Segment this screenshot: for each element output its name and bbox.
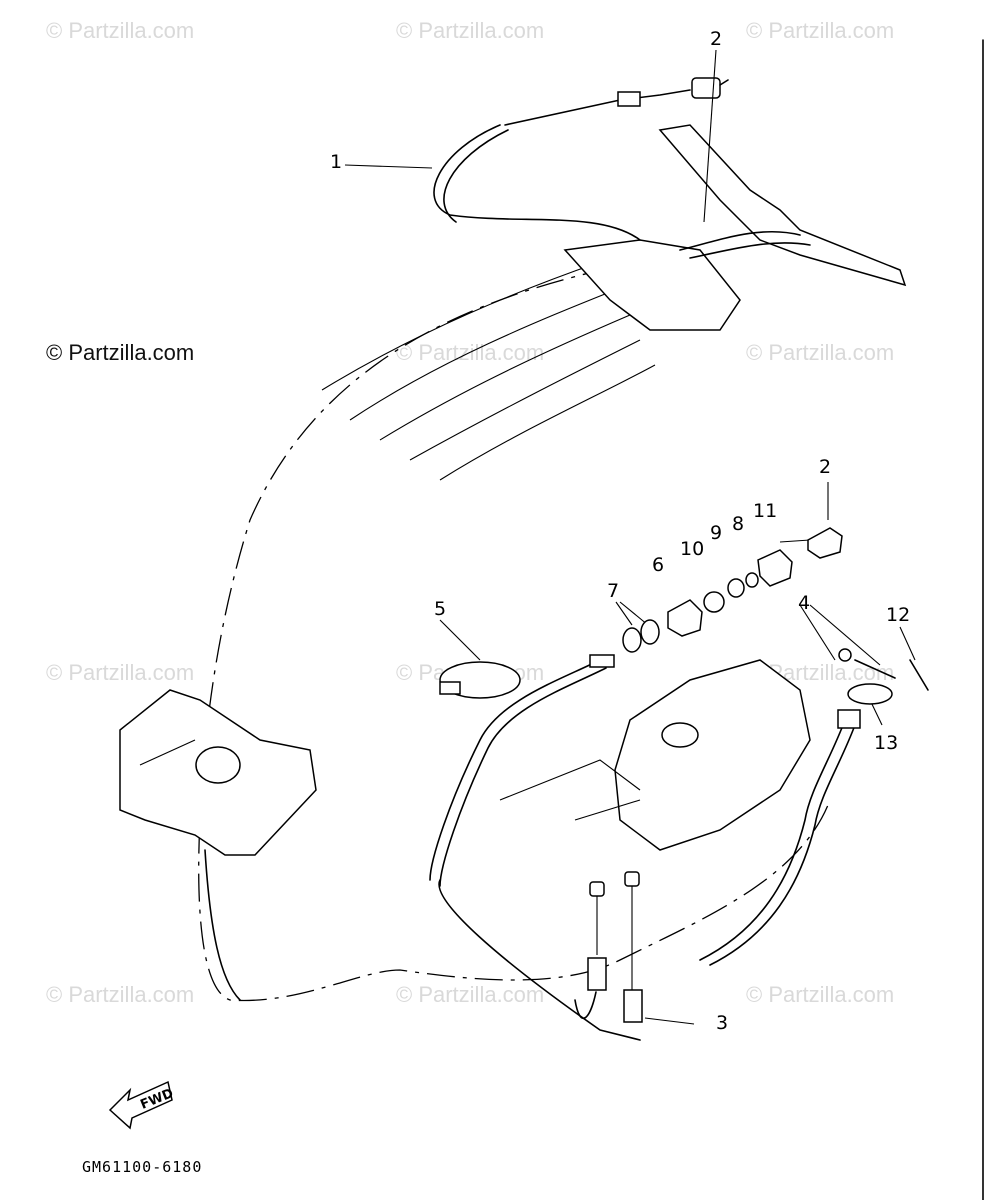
callout-12: 12 [886,604,911,626]
screw-4 [838,648,852,662]
hull-line [409,339,641,461]
watermark: © Partzilla.com [46,982,195,1007]
callout-6: 6 [652,554,665,576]
part-8 [745,572,759,588]
bracket-4 [854,659,896,679]
leader-7 [615,601,633,626]
leader-12 [899,626,916,661]
throttle-cable-upper [443,129,509,223]
clamp-5-head [439,681,461,695]
carburetor [614,659,811,851]
callout-4: 4 [798,592,811,614]
cable-rod [504,89,691,126]
carb-guide [499,759,641,801]
diagram-code: GM61100-6180 [82,1158,203,1176]
callout-8: 8 [732,513,745,535]
callout-2: 2 [710,28,723,50]
watermark: © Partzilla.com [46,660,195,685]
cable-down [204,849,241,1001]
cap-3a [589,881,605,897]
leader-2a [703,49,717,223]
part-9 [727,578,745,598]
hull-line [321,261,601,391]
cable-joint-end [719,79,729,86]
watermark: © Partzilla.com [746,982,895,1007]
choke-cable [699,719,846,961]
leader-4 [799,604,836,661]
part-11 [757,549,793,587]
handlebar [658,124,907,287]
part-10 [703,591,725,613]
callout-3: 3 [716,1012,729,1034]
mount-block-edge [139,739,196,766]
part-2b [807,527,843,559]
leader-3 [644,1017,695,1025]
throttle-cable-upper [433,124,641,241]
mount-boss [195,746,241,784]
washer-7b [640,619,660,645]
handlebar-cable [689,242,811,259]
cable-joint-upper [691,77,721,99]
cable-fitting [617,91,641,107]
carb-port [661,722,699,748]
cable-lower-fitting [589,654,615,668]
handlebar-cable [679,230,801,251]
leader-1 [344,164,433,169]
leader-7b [619,601,649,626]
steering-column [563,239,741,331]
throttle-cable-lower [439,667,607,887]
fitting-3a [587,957,607,991]
watermark: © Partzilla.com [746,340,895,365]
callout-13: 13 [874,732,899,754]
callout-7: 7 [607,580,620,602]
callout-5: 5 [434,598,447,620]
watermark: © Partzilla.com [396,18,545,43]
throttle-cable-lower [429,659,601,881]
fitting-loop [574,991,597,1020]
watermark: © Partzilla.com [46,18,195,43]
hull-outline [198,267,831,1002]
part-6 [667,599,703,637]
hull-line [379,314,631,441]
leader-5 [439,619,481,661]
leader-4b [809,604,881,666]
callout-2: 2 [819,456,832,478]
callout-11: 11 [753,500,778,522]
fwd-arrow [108,1080,173,1130]
hull-line [439,364,656,481]
callout-1: 1 [330,151,343,173]
cable-return [438,879,641,1041]
pin-12 [909,659,929,691]
watermark: © Partzilla.com [746,18,895,43]
cable-joint-right [837,709,861,729]
choke-cable [709,724,856,966]
gasket-13 [847,683,893,705]
watermark: © Partzilla.com [396,982,545,1007]
carb-guide [574,799,641,821]
hull-line [349,289,616,421]
cap-3b [624,871,640,887]
leader-11 [779,539,811,543]
watermark-dark: © Partzilla.com [46,340,195,365]
washer-7a [622,627,642,653]
callout-9: 9 [710,522,723,544]
callout-10: 10 [680,538,705,560]
fitting-3b [623,989,643,1023]
